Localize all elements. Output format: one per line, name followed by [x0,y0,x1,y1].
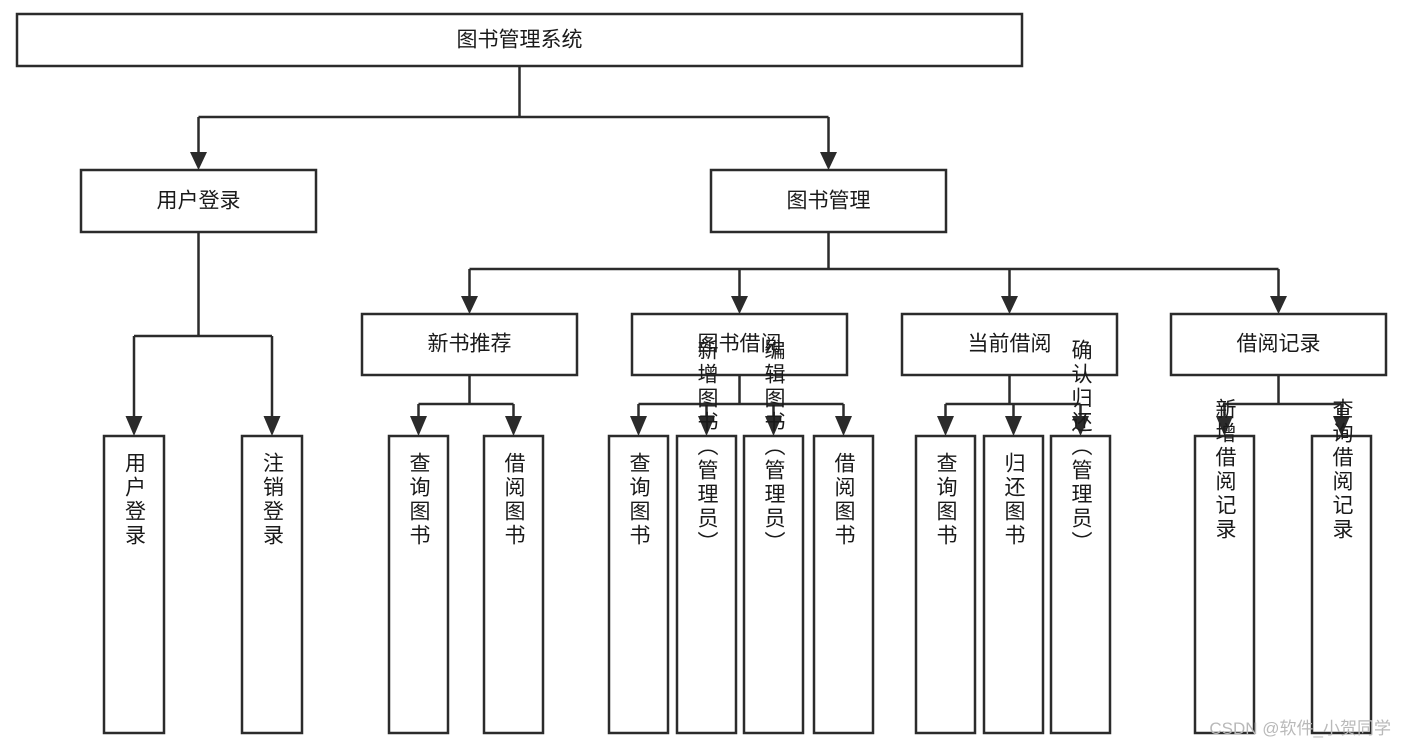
node-leaf-logout-box[interactable] [240,434,304,735]
node-leaf-query-book-current[interactable]: 查询图书 [914,434,977,735]
arrow-head-book-borrow [731,296,748,314]
node-leaf-add-borrow-record-label: 新增借阅记录 [1213,398,1237,542]
arrow-head-leaf-user-login [125,416,143,436]
node-leaf-user-login-box[interactable] [102,434,166,735]
node-leaf-borrow-book-newbook[interactable]: 借阅图书 [482,434,545,735]
node-borrow-record[interactable]: 借阅记录 [1169,312,1388,377]
node-leaf-query-book-newbook-label: 查询图书 [407,452,431,548]
node-current-borrow-label: 当前借阅 [968,333,1052,356]
node-leaf-borrow-book-borrow-box[interactable] [812,434,875,735]
node-leaf-logout-label: 注销登录 [261,452,285,548]
arrow-head-leaf-query-record [1333,416,1350,436]
node-leaf-add-borrow-record[interactable]: 新增借阅记录 [1193,398,1256,735]
arrow-head-leaf-query-book-3 [937,416,954,436]
node-leaf-query-borrow-record-label: 查询借阅记录 [1330,398,1354,542]
node-book-management-label: 图书管理 [787,190,871,213]
arrow-head-leaf-borrow-book-1 [505,416,522,436]
node-leaf-user-login[interactable]: 用户登录 [102,434,166,735]
node-leaf-confirm-return-admin[interactable]: 确认归还（管理员） [1049,339,1112,735]
connector-layer [125,66,1350,436]
node-leaf-edit-book-admin-box[interactable] [742,434,805,735]
node-borrow-record-label: 借阅记录 [1237,333,1321,356]
node-new-book-recommend-box[interactable] [360,312,579,377]
node-leaf-logout[interactable]: 注销登录 [240,434,304,735]
node-book-borrow-box[interactable] [630,312,849,377]
node-leaf-borrow-book-borrow-label: 借阅图书 [832,452,856,548]
csdn-watermark: CSDN @软件_小贺同学 [1209,719,1391,738]
node-leaf-query-book-borrow-label: 查询图书 [627,452,651,548]
arrow-head-leaf-add-book [698,416,715,436]
node-new-book-recommend[interactable]: 新书推荐 [360,312,579,377]
arrow-head-leaf-borrow-book-2 [835,416,852,436]
node-current-borrow-box[interactable] [900,312,1119,377]
arrow-head-book-mgmt [820,152,837,170]
node-leaf-return-book-label: 归还图书 [1002,452,1026,548]
node-leaf-query-book-current-box[interactable] [914,434,977,735]
node-leaf-confirm-return-admin-box[interactable] [1049,434,1112,735]
node-leaf-query-book-borrow-box[interactable] [607,434,670,735]
node-leaf-borrow-book-borrow[interactable]: 借阅图书 [812,434,875,735]
arrow-head-leaf-return-book [1005,416,1022,436]
node-leaf-query-book-newbook-box[interactable] [387,434,450,735]
node-root[interactable]: 图书管理系统 [15,12,1024,68]
node-leaf-edit-book-admin[interactable]: 编辑图书（管理员） [742,339,805,735]
node-book-borrow-label: 图书借阅 [698,333,782,356]
node-leaf-borrow-book-newbook-label: 借阅图书 [502,452,526,548]
node-leaf-return-book[interactable]: 归还图书 [982,434,1045,735]
node-user-login-label: 用户登录 [157,190,241,213]
arrow-head-current-borrow [1001,296,1018,314]
node-leaf-add-book-admin[interactable]: 新增图书（管理员） [675,339,738,735]
node-book-management-box[interactable] [709,168,948,234]
node-user-login-box[interactable] [79,168,318,234]
node-leaf-confirm-return-admin-label: 确认归还（管理员） [1069,339,1093,555]
node-leaf-query-book-borrow[interactable]: 查询图书 [607,434,670,735]
node-new-book-recommend-label: 新书推荐 [428,333,512,356]
node-book-management[interactable]: 图书管理 [709,168,948,234]
node-leaf-user-login-label: 用户登录 [123,452,147,548]
node-leaf-add-borrow-record-box[interactable] [1193,434,1256,735]
node-current-borrow[interactable]: 当前借阅 [900,312,1119,377]
node-borrow-record-box[interactable] [1169,312,1388,377]
node-leaf-query-borrow-record-box[interactable] [1310,434,1373,735]
node-leaf-query-book-current-label: 查询图书 [934,452,958,548]
arrow-head-borrow-record [1270,296,1287,314]
arrow-head-leaf-edit-book [765,416,782,436]
node-leaf-query-book-newbook[interactable]: 查询图书 [387,434,450,735]
node-leaf-query-borrow-record[interactable]: 查询借阅记录 [1310,398,1373,735]
node-leaf-edit-book-admin-label: 编辑图书（管理员） [762,339,786,555]
arrow-head-leaf-logout [263,416,281,436]
node-leaf-add-book-admin-box[interactable] [675,434,738,735]
arrow-head-new-book-rec [461,296,478,314]
node-root-box[interactable] [15,12,1024,68]
arrow-head-leaf-query-book-1 [410,416,427,436]
node-user-login[interactable]: 用户登录 [79,168,318,234]
node-root-label: 图书管理系统 [457,29,583,52]
arrow-head-leaf-add-record [1216,416,1233,436]
node-leaf-add-book-admin-label: 新增图书（管理员） [695,339,719,555]
arrow-head-leaf-query-book-2 [630,416,647,436]
arrow-head-user-login [190,152,207,170]
node-leaf-borrow-book-newbook-box[interactable] [482,434,545,735]
node-book-borrow[interactable]: 图书借阅 [630,312,849,377]
node-leaf-return-book-box[interactable] [982,434,1045,735]
arrow-head-leaf-confirm-return [1072,416,1089,436]
